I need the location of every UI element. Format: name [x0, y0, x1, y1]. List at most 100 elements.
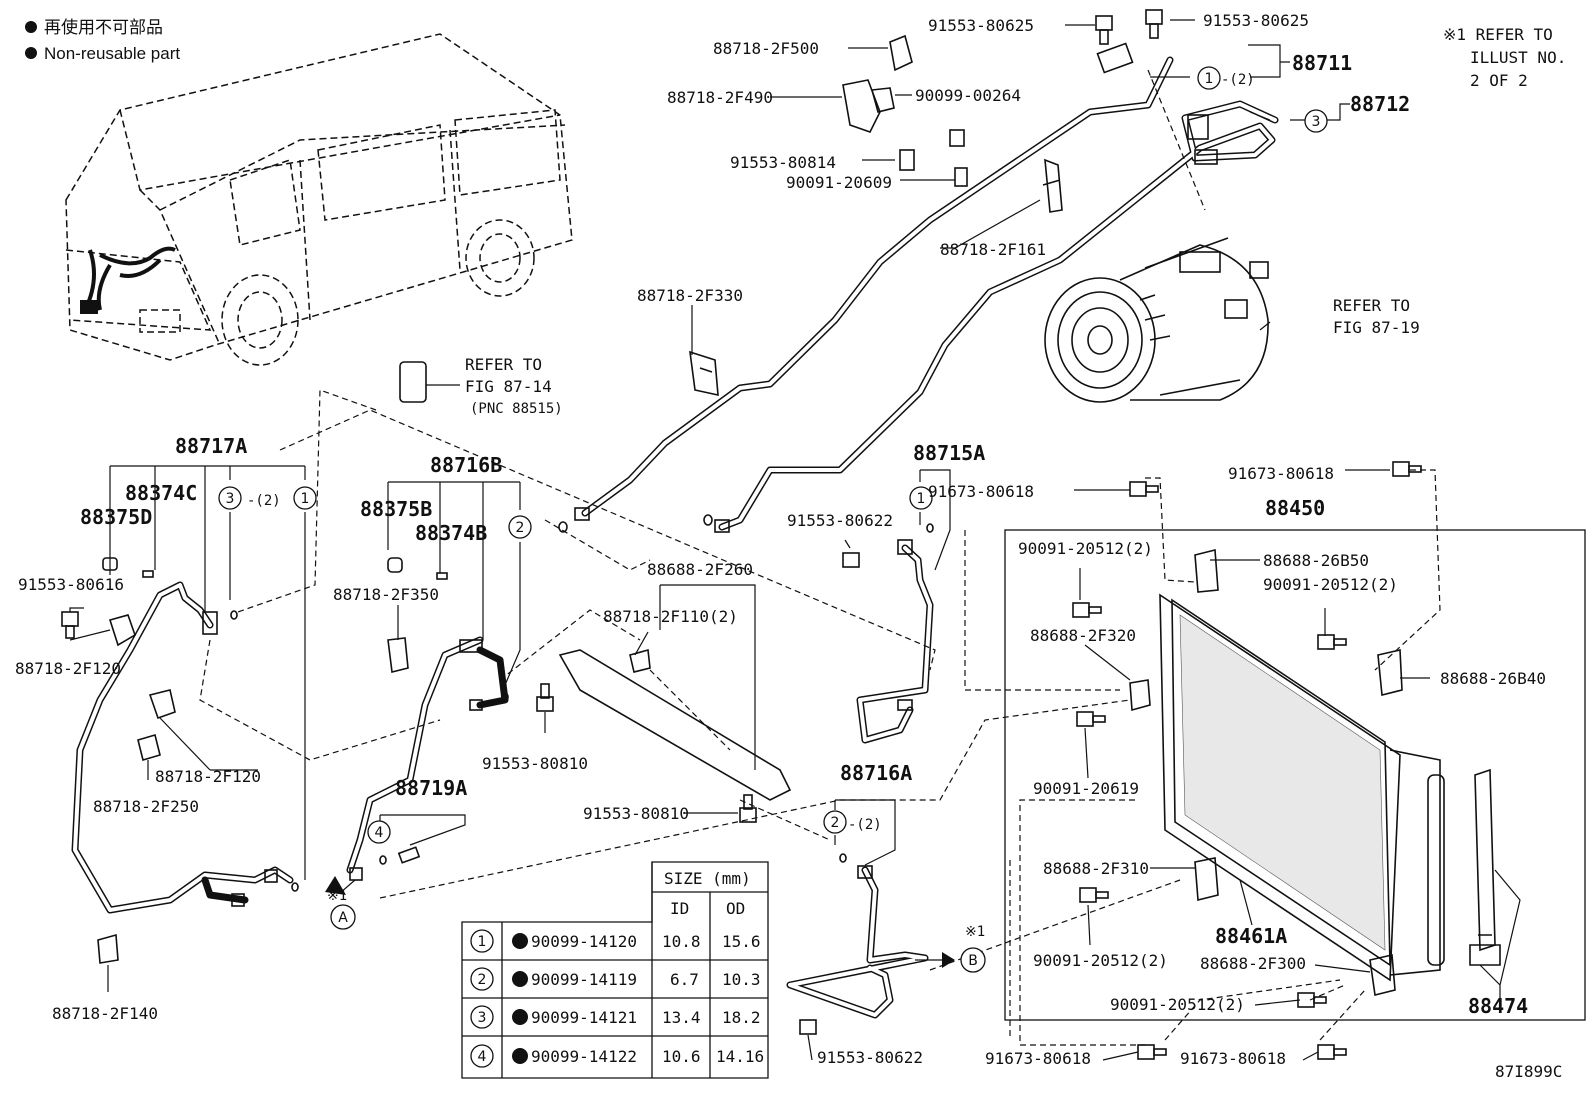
part-label: 91553-80810 — [583, 804, 689, 823]
marker-b-label: B — [968, 953, 978, 969]
part-label: 88718-2F161 — [940, 240, 1046, 259]
svg-text:15.6: 15.6 — [722, 932, 761, 951]
part-label: 88717A — [175, 434, 247, 458]
note-line: REFER TO — [1333, 296, 1410, 315]
table-row: 2 90099-14119 6.7 10.3 — [470, 967, 761, 991]
non-reusable-bullet-icon — [25, 47, 37, 59]
svg-text:10.3: 10.3 — [722, 970, 761, 989]
legend-japanese: 再使用不可部品 — [44, 17, 163, 37]
part-label: 90091-20619 — [1033, 779, 1139, 798]
svg-text:1: 1 — [917, 491, 926, 507]
svg-text:3: 3 — [478, 1010, 487, 1026]
part-label: 88715A — [913, 441, 985, 465]
non-reusable-bullet-icon — [512, 971, 528, 987]
bolt-icon — [1095, 9, 1163, 45]
part-label: 88711 — [1292, 51, 1352, 75]
part-label: 91553-80622 — [817, 1048, 923, 1067]
suction-discharge-pipes — [558, 42, 1279, 533]
part-label: 91553-80622 — [787, 511, 893, 530]
svg-text:1: 1 — [1205, 71, 1214, 87]
part-label: 88374B — [415, 521, 487, 545]
part-label: 88688-26B50 — [1263, 551, 1369, 570]
part-label: 88688-2F300 — [1200, 954, 1306, 973]
marker-b-ref: ※1 — [965, 924, 985, 940]
svg-text:6.7: 6.7 — [670, 970, 699, 989]
part-qty: -(2) — [1221, 72, 1255, 88]
liquid-pipes-left — [71, 581, 509, 914]
pipe-bracket — [558, 649, 792, 801]
compressor — [1044, 237, 1269, 403]
note-line: FIG 87-19 — [1333, 318, 1420, 337]
figure-id: 87I899C — [1495, 1062, 1562, 1081]
note-line: REFER TO — [465, 355, 542, 374]
svg-text:1: 1 — [301, 491, 310, 507]
part-label: 88716A — [840, 761, 912, 785]
svg-text:10.8: 10.8 — [662, 932, 701, 951]
svg-text:90099-14120: 90099-14120 — [531, 932, 637, 951]
part-label: 88718-2F140 — [52, 1004, 158, 1023]
svg-text:3: 3 — [226, 491, 235, 507]
svg-text:2: 2 — [831, 815, 840, 831]
part-label: 88718-2F110(2) — [603, 607, 738, 626]
part-label: 91553-80810 — [482, 754, 588, 773]
part-label: 90091-20512(2) — [1110, 995, 1245, 1014]
non-reusable-bullet-icon — [512, 933, 528, 949]
legend-english: Non-reusable part — [44, 44, 180, 63]
part-label: 88718-2F250 — [93, 797, 199, 816]
note-line: ※1 REFER TO — [1443, 25, 1553, 44]
part-label: 90091-20512(2) — [1018, 539, 1153, 558]
table-row: 3 90099-14121 13.4 18.2 — [470, 1005, 761, 1029]
pipe-clamp-icon — [689, 34, 1063, 397]
part-label: 88461A — [1215, 924, 1287, 948]
part-label: 91673-80618 — [928, 482, 1034, 501]
svg-text:90099-14122: 90099-14122 — [531, 1047, 637, 1066]
marker-a — [330, 904, 356, 930]
marker-b — [960, 947, 986, 973]
note-line: 2 OF 2 — [1470, 71, 1528, 90]
svg-text:13.4: 13.4 — [662, 1008, 701, 1027]
part-label: 88688-2F320 — [1030, 626, 1136, 645]
size-table: SIZE (mm) ID OD 1 90099-14120 10.8 15.6 … — [461, 861, 769, 1079]
part-label: 88718-2F500 — [713, 39, 819, 58]
part-qty: -(2) — [247, 493, 281, 509]
part-label: 88688-26B40 — [1440, 669, 1546, 688]
note-line: ILLUST NO. — [1470, 48, 1566, 67]
pipe-clamp-icon — [629, 648, 651, 673]
note-line: FIG 87-14 — [465, 377, 552, 396]
part-label: 90091-20512(2) — [1263, 575, 1398, 594]
part-label: 91673-80618 — [1180, 1049, 1286, 1068]
reference-lines — [199, 69, 1441, 1046]
svg-text:4: 4 — [375, 825, 384, 841]
part-label: 91553-80625 — [1203, 11, 1309, 30]
part-label: 91553-80616 — [18, 575, 124, 594]
part-label: 88450 — [1265, 496, 1325, 520]
part-label: 88375B — [360, 497, 432, 521]
part-label: 88374C — [125, 481, 197, 505]
part-label: 88688-2F260 — [647, 560, 753, 579]
leader-lines — [69, 19, 1521, 1061]
svg-text:14.16: 14.16 — [716, 1047, 764, 1066]
note-line: (PNC 88515) — [470, 401, 563, 417]
part-label: 88712 — [1350, 92, 1410, 116]
arrow-to-b-icon — [942, 952, 955, 968]
part-label: 88718-2F330 — [637, 286, 743, 305]
part-label: 88719A — [395, 776, 467, 800]
non-reusable-bullet-icon — [512, 1048, 528, 1064]
part-label: 91553-80625 — [928, 16, 1034, 35]
table-row: 4 90099-14122 10.6 14.16 — [470, 1044, 764, 1068]
marker-a-label: A — [338, 910, 348, 926]
non-reusable-bullet-icon — [512, 1009, 528, 1025]
table-row: 1 90099-14120 10.8 15.6 — [470, 929, 761, 953]
table-header-size: SIZE (mm) — [664, 869, 751, 888]
part-label: 88688-2F310 — [1043, 859, 1149, 878]
arrow-to-a-icon — [325, 876, 346, 895]
part-label: 90099-00264 — [915, 86, 1021, 105]
part-label: 88718-2F490 — [667, 88, 773, 107]
svg-text:90099-14119: 90099-14119 — [531, 970, 637, 989]
svg-text:10.6: 10.6 — [662, 1047, 701, 1066]
part-label: 88718-2F120 — [15, 659, 121, 678]
van-illustration — [65, 33, 573, 366]
part-label: 91673-80618 — [1228, 464, 1334, 483]
table-header-id: ID — [670, 899, 689, 918]
